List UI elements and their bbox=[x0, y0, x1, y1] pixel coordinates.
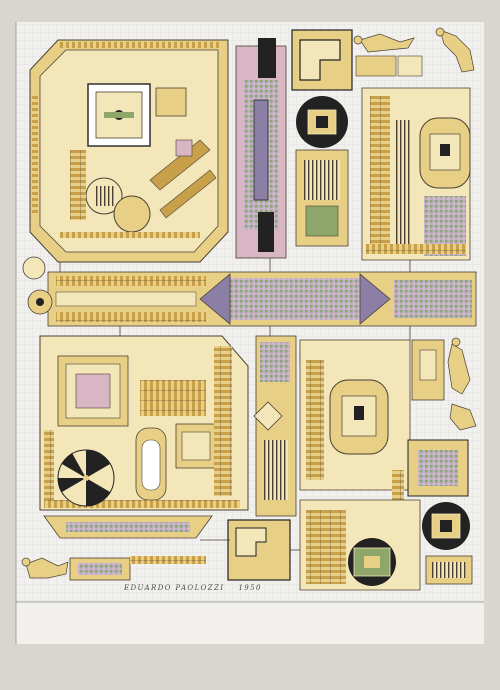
top-left-octagon bbox=[29, 39, 229, 263]
black-dial-top bbox=[296, 96, 348, 148]
black-dial-bottom-b bbox=[422, 502, 470, 550]
top-center-column bbox=[235, 29, 353, 259]
reclining-figure-bottom bbox=[21, 557, 69, 579]
signature-name: Eduardo Paolozzi bbox=[124, 584, 225, 592]
artist-signature: Eduardo Paolozzi 1950 bbox=[124, 584, 284, 598]
kneeling-figure-top bbox=[435, 27, 475, 73]
reclining-figure-top bbox=[353, 33, 415, 53]
bottom-left-octagon bbox=[39, 335, 249, 511]
conduit-lines bbox=[59, 258, 411, 551]
standing-figures-right bbox=[447, 337, 477, 431]
black-pie-dial bbox=[57, 449, 115, 507]
signature-year: 1950 bbox=[238, 584, 262, 592]
bottom-left-bar bbox=[43, 515, 213, 539]
left-edge-discs bbox=[22, 256, 53, 315]
bottom-left-device bbox=[69, 556, 206, 581]
bottom-right-panel bbox=[425, 555, 473, 585]
central-horizontal-band bbox=[47, 271, 477, 327]
black-dial-bottom-a bbox=[348, 538, 396, 586]
top-right-assembly bbox=[355, 55, 471, 261]
bottom-center-column bbox=[227, 335, 341, 581]
